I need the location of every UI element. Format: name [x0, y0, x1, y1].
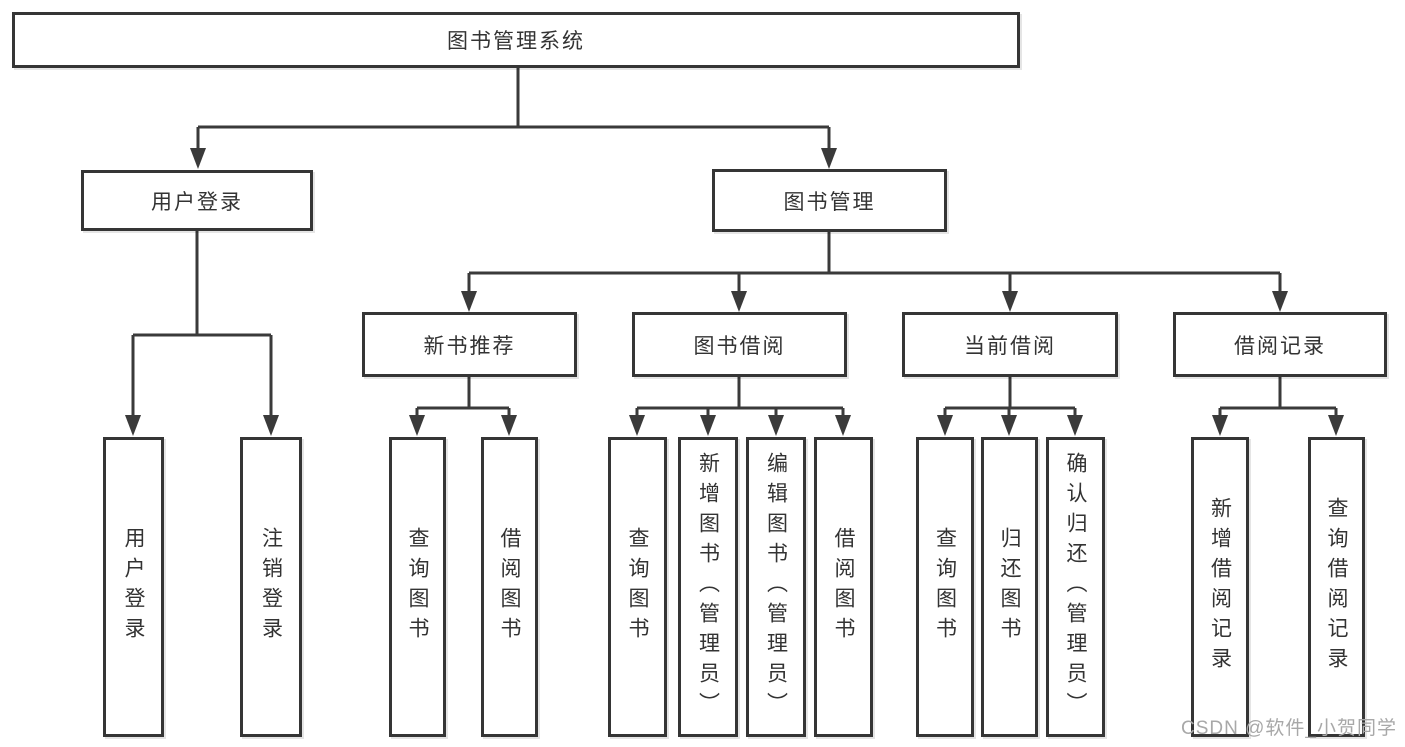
leaf-logout: 注销登录: [240, 437, 302, 737]
leaf-query-books-current: 查询图书: [916, 437, 974, 737]
node-book-management: 图书管理: [712, 169, 947, 232]
leaf-borrow-books-recommend: 借阅图书: [481, 437, 538, 737]
leaf-borrow-books: 借阅图书: [814, 437, 873, 737]
node-book-borrow: 图书借阅: [632, 312, 847, 377]
leaf-add-borrow-record: 新增借阅记录: [1191, 437, 1249, 737]
leaf-return-books: 归还图书: [981, 437, 1038, 737]
leaf-label: 新增借阅记录: [1208, 497, 1232, 677]
leaf-label: 查询图书: [933, 527, 957, 647]
node-user-login: 用户登录: [81, 170, 313, 231]
leaf-label: 用户登录: [122, 527, 145, 647]
leaf-add-books-admin: 新增图书（管理员）: [678, 437, 738, 737]
leaf-query-books-recommend: 查询图书: [389, 437, 446, 737]
leaf-label: 查询图书: [406, 527, 429, 647]
node-current-borrow: 当前借阅: [902, 312, 1118, 377]
leaf-label: 查询借阅记录: [1325, 497, 1348, 677]
leaf-label: 编辑图书（管理员）: [764, 452, 788, 722]
leaf-user-login: 用户登录: [103, 437, 164, 737]
leaf-label: 注销登录: [259, 527, 283, 647]
leaf-query-borrow-record: 查询借阅记录: [1308, 437, 1365, 737]
leaf-edit-books-admin: 编辑图书（管理员）: [746, 437, 806, 737]
leaf-label: 借阅图书: [832, 527, 855, 647]
csdn-watermark: CSDN @软件_小贺同学: [1181, 718, 1397, 739]
node-new-book-recommend: 新书推荐: [362, 312, 577, 377]
leaf-label: 确认归还（管理员）: [1064, 452, 1087, 722]
leaf-label: 借阅图书: [498, 527, 521, 647]
leaf-label: 新增图书（管理员）: [696, 452, 720, 722]
leaf-query-books-borrow: 查询图书: [608, 437, 667, 737]
leaf-label: 归还图书: [998, 527, 1021, 647]
leaf-confirm-return-admin: 确认归还（管理员）: [1046, 437, 1105, 737]
node-root-system: 图书管理系统: [12, 12, 1020, 68]
leaf-label: 查询图书: [626, 527, 649, 647]
node-borrow-records: 借阅记录: [1173, 312, 1387, 377]
